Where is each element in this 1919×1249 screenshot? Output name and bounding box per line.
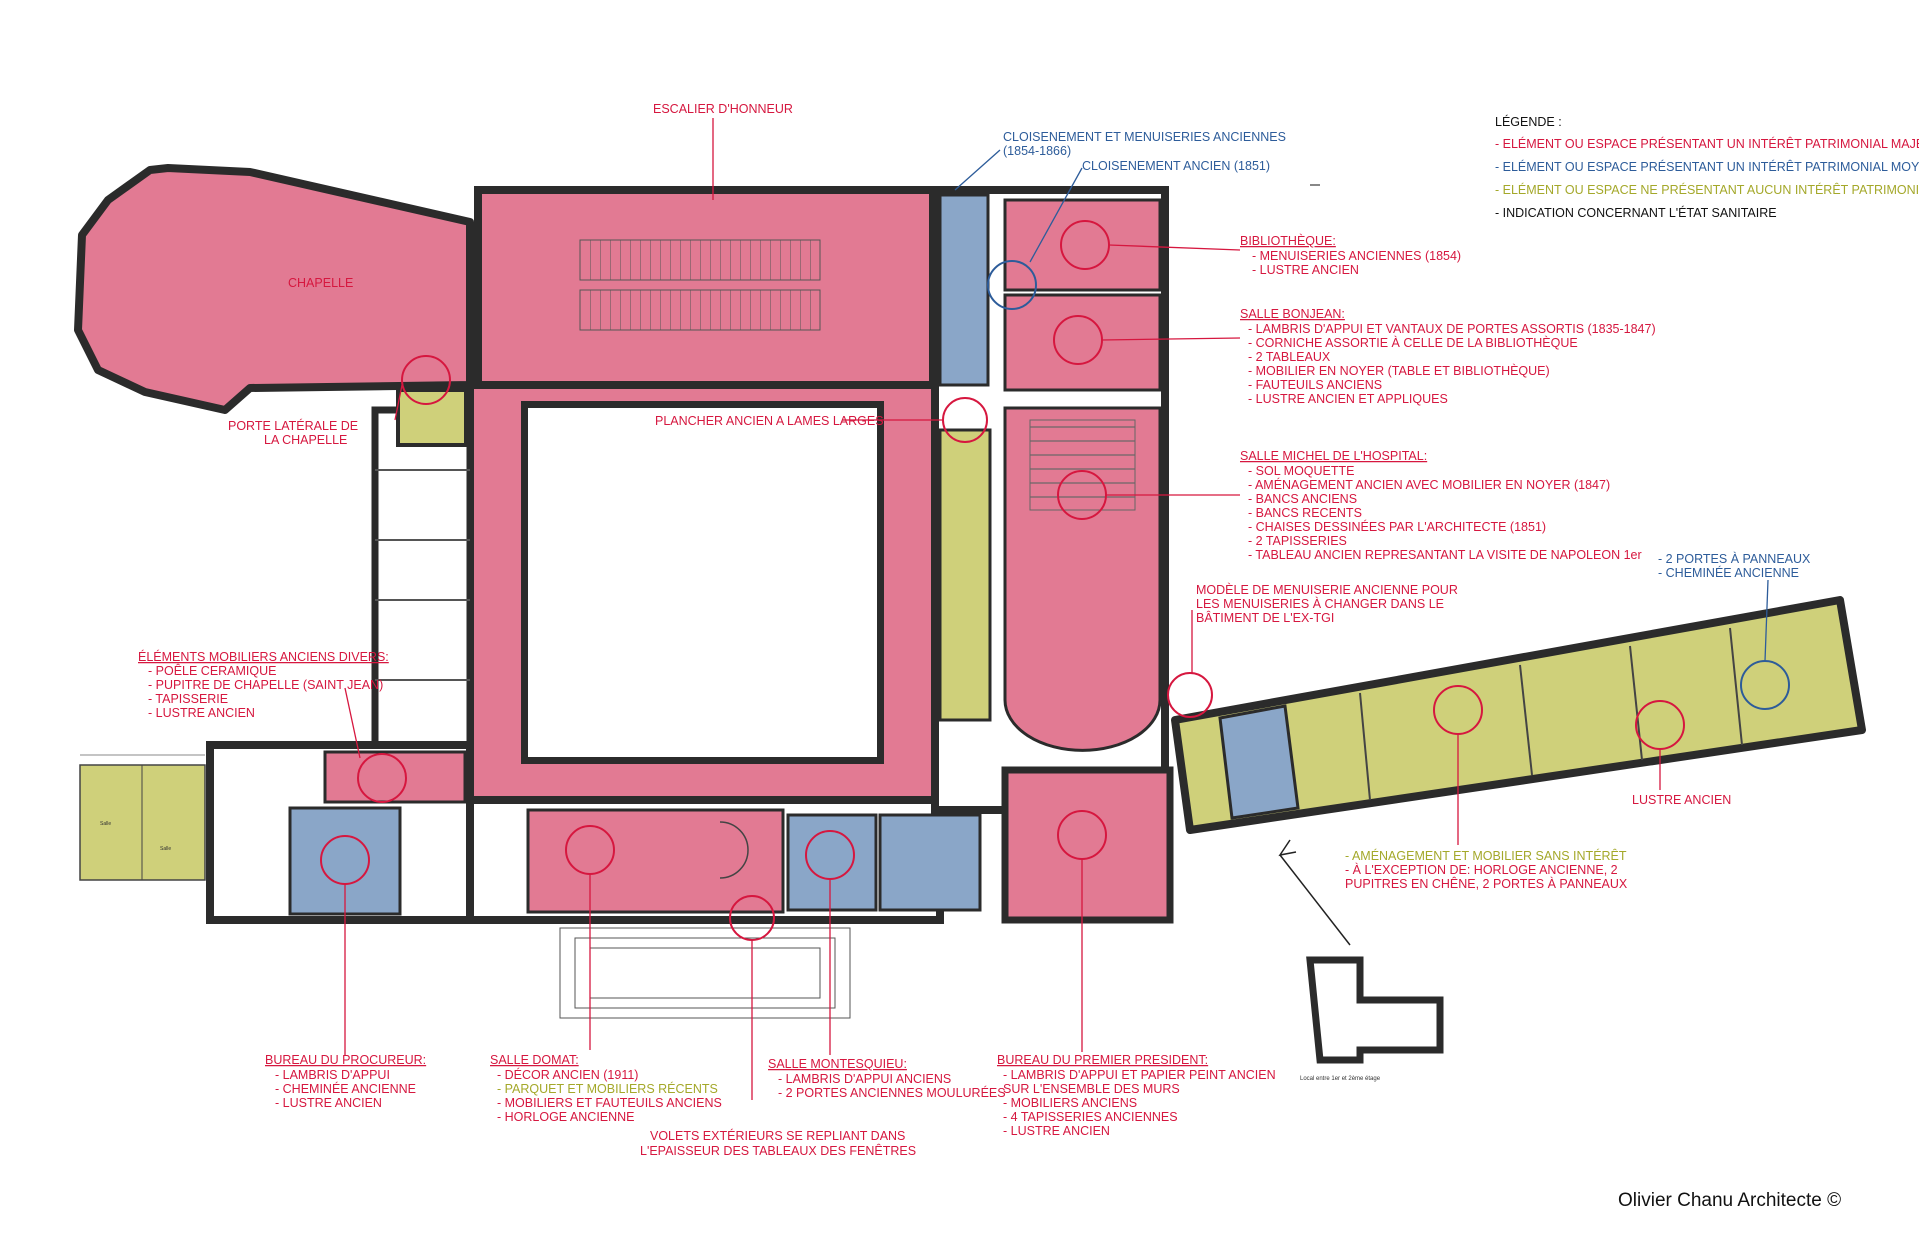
legend-title: LÉGENDE :	[1495, 114, 1562, 129]
hospital-item: - 2 TAPISSERIES	[1248, 534, 1347, 548]
hospital-item: - SOL MOQUETTE	[1248, 464, 1355, 478]
label-cloison1-b: (1854-1866)	[1003, 144, 1071, 158]
mobiliers-item: - PUPITRE DE CHAPELLE (SAINT JEAN)	[148, 678, 383, 692]
building-plan	[74, 164, 1866, 1064]
hospital-item: - AMÉNAGEMENT ANCIEN AVEC MOBILIER EN NO…	[1248, 477, 1610, 492]
bonjean-item: - LUSTRE ANCIEN ET APPLIQUES	[1248, 392, 1448, 406]
procureur-item: - CHEMINÉE ANCIENNE	[275, 1081, 416, 1096]
montesquieu-item: - LAMBRIS D'APPUI ANCIENS	[778, 1072, 951, 1086]
bibliotheque-item: - MENUISERIES ANCIENNES (1854)	[1252, 249, 1461, 263]
zone-escalier-bleu	[1218, 704, 1300, 820]
domat-item: - MOBILIERS ET FAUTEUILS ANCIENS	[497, 1096, 722, 1110]
label-cloison2: CLOISENEMENT ANCIEN (1851)	[1082, 159, 1270, 173]
label-lustre-est: LUSTRE ANCIEN	[1632, 793, 1731, 807]
president-item: SUR L'ENSEMBLE DES MURS	[1003, 1082, 1180, 1096]
bibliotheque-item: - LUSTRE ANCIEN	[1252, 263, 1359, 277]
domat-item: - DÉCOR ANCIEN (1911)	[497, 1067, 638, 1082]
amenagement-line2: - À L'EXCEPTION DE: HORLOGE ANCIENNE, 2	[1345, 862, 1618, 877]
bonjean-item: - MOBILIER EN NOYER (TABLE ET BIBLIOTHÈQ…	[1248, 363, 1550, 378]
procureur-item: - LUSTRE ANCIEN	[275, 1096, 382, 1110]
circle-porte-laterale	[401, 355, 451, 405]
stair-treads	[579, 239, 821, 331]
label-modele-c: BÂTIMENT DE L'EX-TGI	[1196, 610, 1334, 625]
procureur-item: - LAMBRIS D'APPUI	[275, 1068, 390, 1082]
zone-salle-domat	[526, 808, 785, 914]
bonjean-item: - LAMBRIS D'APPUI ET VANTAUX DE PORTES A…	[1248, 322, 1656, 336]
bonjean-item: - 2 TABLEAUX	[1248, 350, 1331, 364]
montesquieu-title: SALLE MONTESQUIEU:	[768, 1057, 907, 1071]
mobiliers-item: - TAPISSERIE	[148, 692, 228, 706]
zone-escalier	[474, 186, 937, 389]
label-porte-b: LA CHAPELLE	[264, 433, 347, 447]
hospital-title: SALLE MICHEL DE L'HOSPITAL:	[1240, 449, 1427, 463]
mobiliers-title: ÉLÉMENTS MOBILIERS ANCIENS DIVERS:	[138, 649, 389, 664]
zone-aile-gauche	[371, 406, 474, 754]
zone-aile-est	[1171, 596, 1866, 834]
hospital-item: - BANCS ANCIENS	[1248, 492, 1357, 506]
inset-plan	[1306, 956, 1444, 1064]
legend-none: - ELÉMENT OU ESPACE NE PRÉSENTANT AUCUN …	[1495, 182, 1919, 197]
domat-item: - HORLOGE ANCIENNE	[497, 1110, 635, 1124]
annex-room-2: Salle	[160, 846, 171, 852]
label-modele-a: MODÈLE DE MENUISERIE ANCIENNE POUR	[1196, 582, 1458, 597]
volets-line1: VOLETS EXTÉRIEURS SE REPLIANT DANS	[650, 1128, 905, 1143]
president-item: - 4 TAPISSERIES ANCIENNES	[1003, 1110, 1178, 1124]
bonjean-item: - FAUTEUILS ANCIENS	[1248, 378, 1382, 392]
mobiliers-item: - LUSTRE ANCIEN	[148, 706, 255, 720]
zone-bibliotheque	[1003, 198, 1162, 292]
hospital-item: - BANCS RECENTS	[1248, 506, 1362, 520]
president-title: BUREAU DU PREMIER PRESIDENT:	[997, 1053, 1208, 1067]
zone-bleu-sud	[878, 813, 982, 912]
label-plancher: PLANCHER ANCIEN A LAMES LARGES	[655, 414, 884, 428]
legend-sanitary: - INDICATION CONCERNANT L'ÉTAT SANITAIRE	[1495, 205, 1777, 220]
amenagement-line1: - AMÉNAGEMENT ET MOBILIER SANS INTÉRÊT	[1345, 848, 1627, 863]
annex-room-1: Salle	[100, 821, 111, 827]
mobiliers-item: - POÊLE CERAMIQUE	[148, 663, 277, 678]
hospital-benches	[1029, 419, 1136, 511]
label-chapelle: CHAPELLE	[288, 276, 353, 290]
zone-couloir-bleu	[938, 193, 990, 387]
procureur-title: BUREAU DU PROCUREUR:	[265, 1053, 426, 1067]
inset-caption: Local entre 1er et 2ème étage	[1300, 1076, 1381, 1082]
domat-title: SALLE DOMAT:	[490, 1053, 579, 1067]
label-porte-a: PORTE LATÉRALE DE	[228, 418, 358, 433]
volets-line2: L'EPAISSEUR DES TABLEAUX DES FENÊTRES	[640, 1143, 916, 1158]
zone-salle-montesquieu	[786, 813, 878, 912]
portes-line1: - 2 PORTES À PANNEAUX	[1658, 551, 1811, 566]
entrance-steps	[559, 927, 851, 1019]
bonjean-title: SALLE BONJEAN:	[1240, 307, 1345, 321]
zone-porte-laterale	[396, 388, 468, 447]
architect-credit: Olivier Chanu Architecte ©	[1618, 1190, 1842, 1211]
hospital-item: - TABLEAU ANCIEN REPRESANTANT LA VISITE …	[1248, 548, 1642, 562]
circle-mobiliers-divers	[357, 753, 407, 803]
text-labels: LÉGENDE : - ELÉMENT OU ESPACE PRÉSENTANT…	[100, 102, 1919, 1158]
circle-cloison-bleu	[987, 260, 1037, 310]
courtyard	[522, 402, 883, 763]
legend-major: - ELÉMENT OU ESPACE PRÉSENTANT UN INTÉRÊ…	[1495, 136, 1919, 151]
label-cloison1-a: CLOISENEMENT ET MENUISERIES ANCIENNES	[1003, 130, 1286, 144]
montesquieu-item: - 2 PORTES ANCIENNES MOULURÉES	[778, 1085, 1006, 1100]
portes-line2: - CHEMINÉE ANCIENNE	[1658, 565, 1799, 580]
bibliotheque-title: BIBLIOTHÈQUE:	[1240, 233, 1336, 248]
zone-chapelle	[74, 164, 474, 414]
zone-mobiliers-divers	[323, 750, 467, 804]
zone-bureau-president	[1001, 766, 1174, 924]
label-escalier: ESCALIER D'HONNEUR	[653, 102, 793, 116]
hospital-item: - CHAISES DESSINÉES PAR L'ARCHITECTE (18…	[1248, 519, 1546, 534]
president-item: - MOBILIERS ANCIENS	[1003, 1096, 1137, 1110]
president-item: - LAMBRIS D'APPUI ET PAPIER PEINT ANCIEN	[1003, 1068, 1276, 1082]
amenagement-line3: PUPITRES EN CHÊNE, 2 PORTES À PANNEAUX	[1345, 876, 1628, 891]
zone-plancher-olive	[938, 428, 992, 722]
zone-salle-bonjean	[1003, 293, 1162, 392]
label-modele-b: LES MENUISERIES À CHANGER DANS LE	[1196, 596, 1444, 611]
legend-moyen: - ELÉMENT OU ESPACE PRÉSENTANT UN INTÉRÊ…	[1495, 159, 1919, 174]
bonjean-item: - CORNICHE ASSORTIE À CELLE DE LA BIBLIO…	[1248, 335, 1578, 350]
annotation-circles	[320, 220, 1790, 941]
circle-modele	[1167, 672, 1213, 718]
president-item: - LUSTRE ANCIEN	[1003, 1124, 1110, 1138]
domat-item: - PARQUET ET MOBILIERS RÉCENTS	[497, 1081, 718, 1096]
leader-lines	[344, 118, 1769, 1100]
